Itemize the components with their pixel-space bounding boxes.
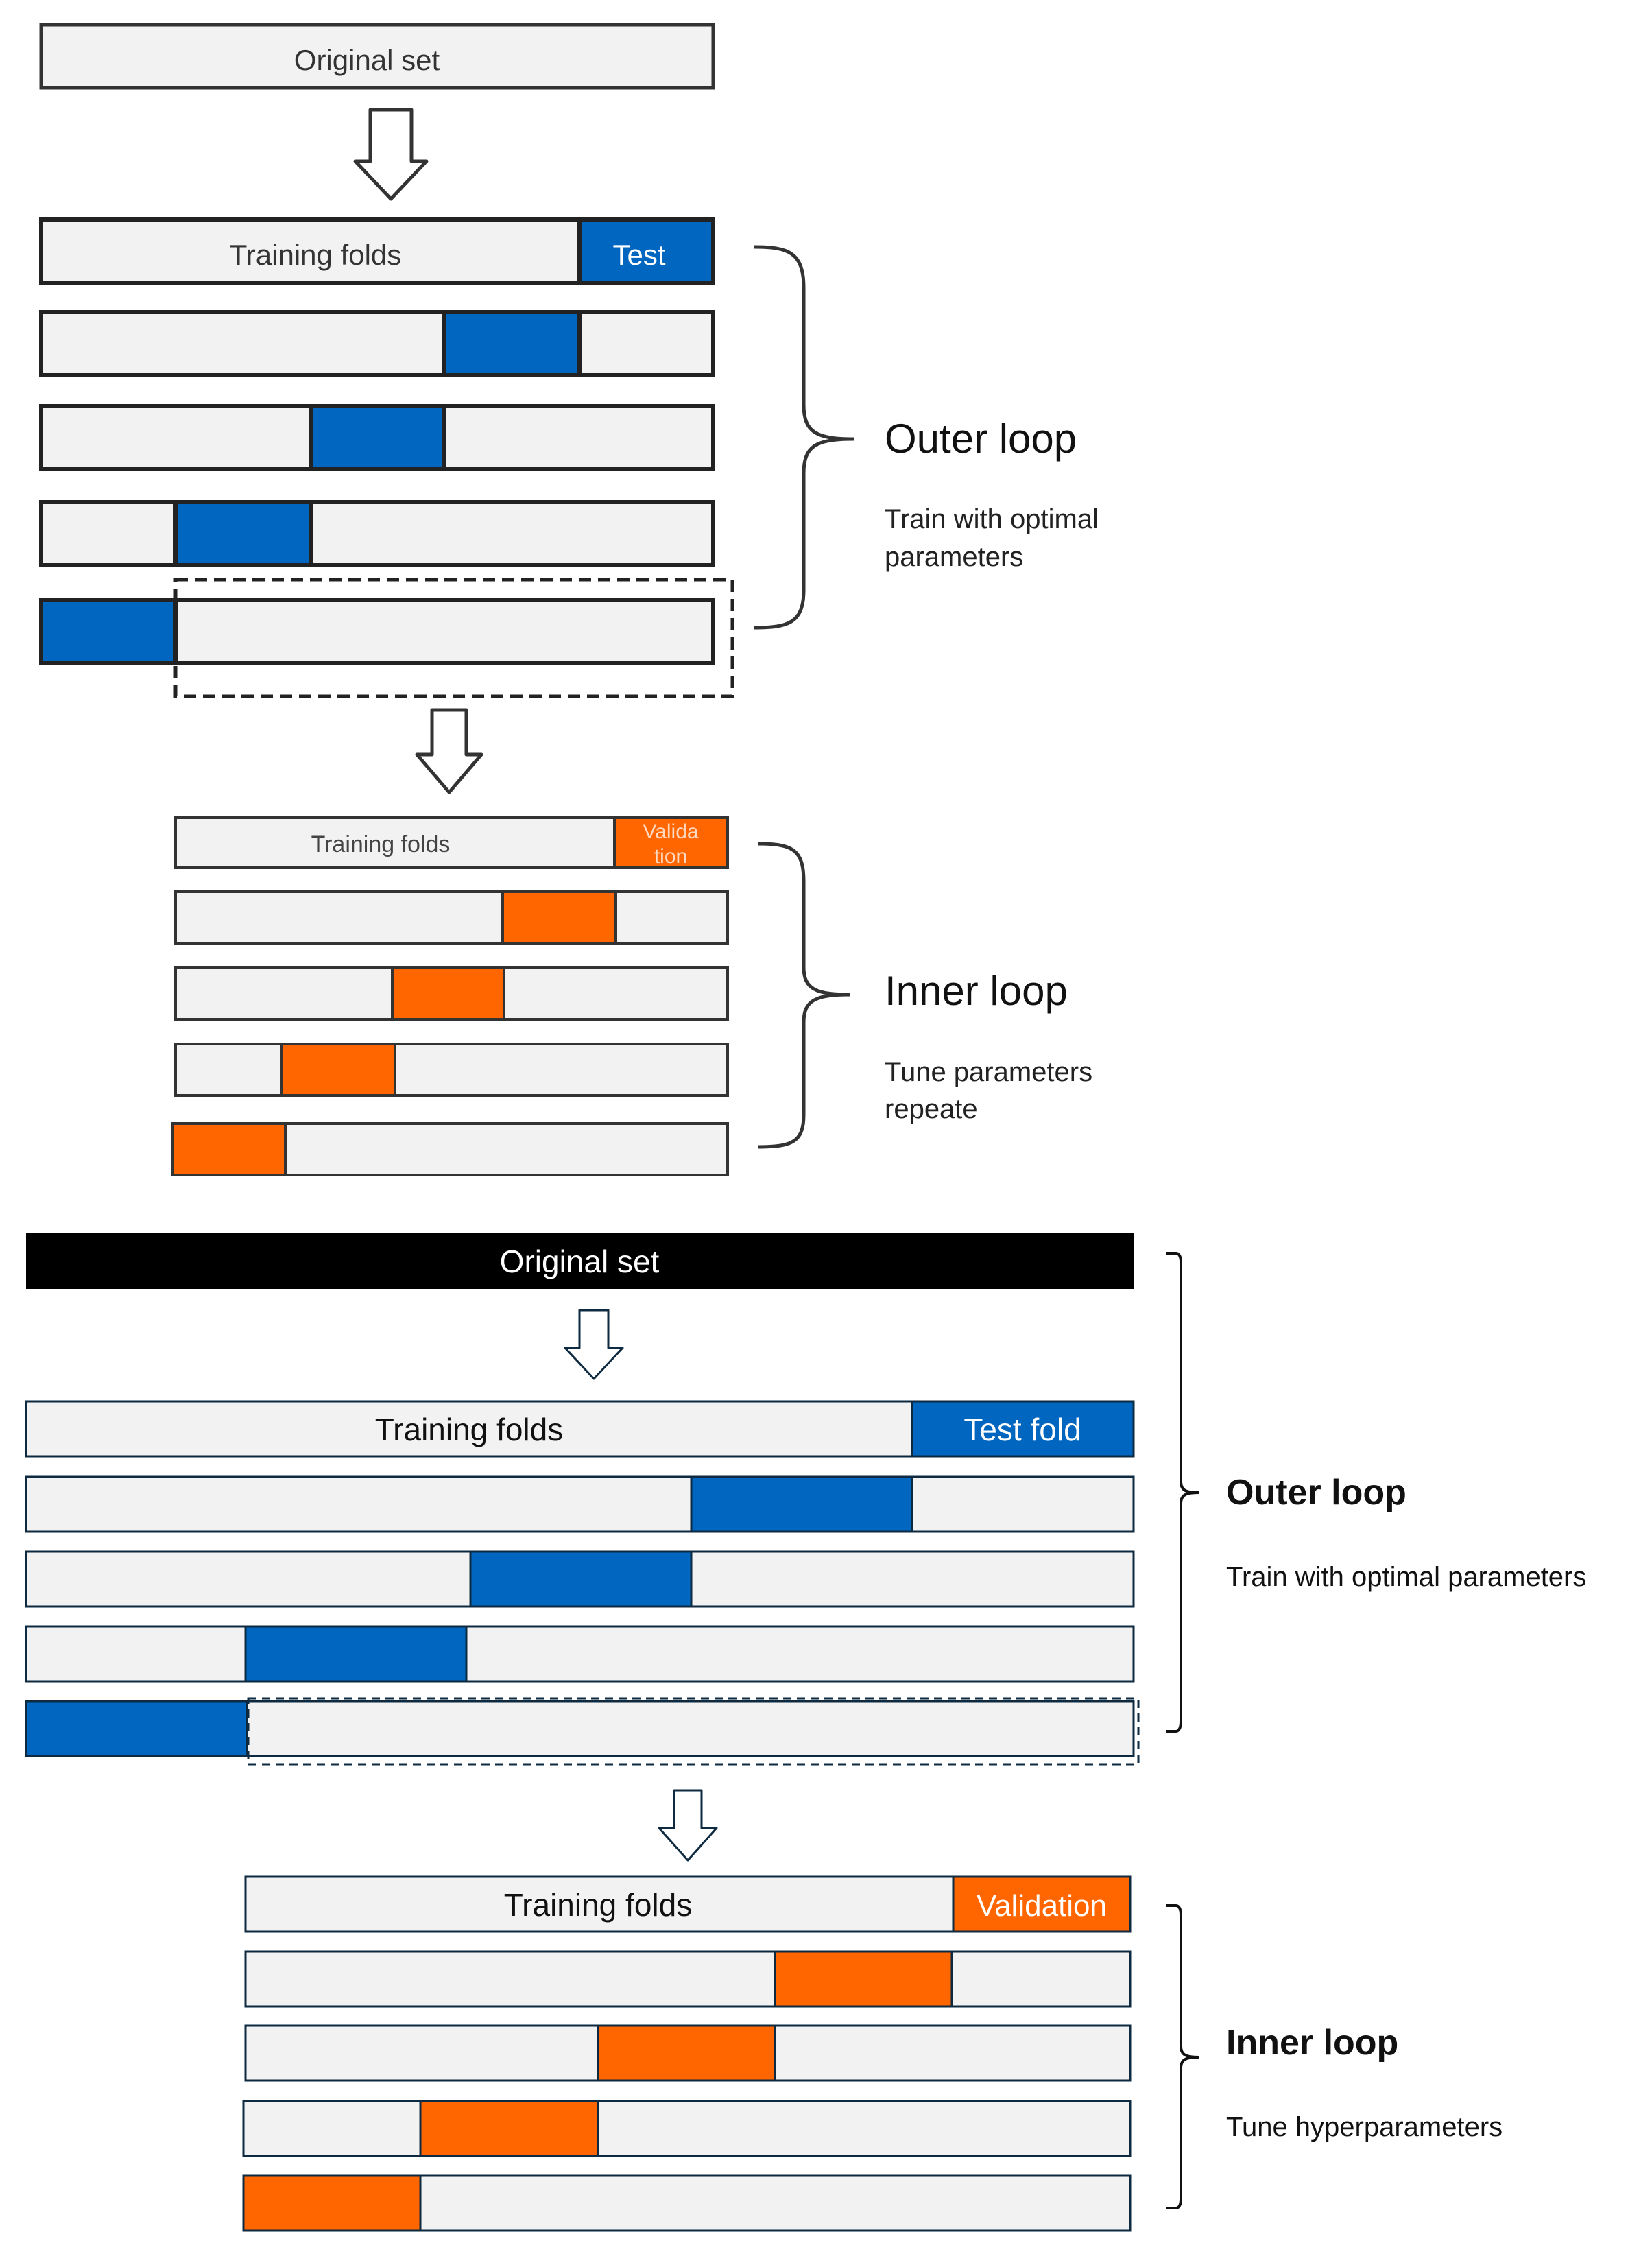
bottom-inner-fold-row [244,1950,1132,2008]
bottom-outer-loop-title: Outer loop [1226,1473,1406,1512]
top-dashed-selection [173,578,734,698]
bottom-inner-fold-row [242,2100,1132,2157]
bottom-validation-fold [952,1875,1132,1933]
bottom-inner-folds: Training folds Validation [242,1875,1132,2232]
bottom-inner-loop-desc: Tune hyperparameters [1226,2112,1503,2142]
bottom-validation-fold [774,1950,953,2008]
top-down-arrow-2 [415,708,483,794]
bottom-test-fold [690,1475,913,1533]
top-test-label: Test [612,239,665,271]
top-validation-label-line1: Valida [643,820,698,843]
bottom-validation-fold [242,2174,422,2232]
top-inner-fold-row [174,1043,729,1097]
top-validation-fold [391,966,505,1021]
bottom-outer-folds: Training folds Test fold [25,1400,1140,1766]
top-training-folds-label: Training folds [230,239,402,271]
bottom-test-fold [469,1550,693,1608]
top-test-fold [577,217,715,285]
top-validation-fold [613,816,729,869]
top-inner-folds: Training folds Valida tion [171,816,729,1176]
top-original-set-bar [39,23,715,90]
top-inner-loop-title: Inner loop [885,968,1068,1014]
bottom-outer-loop-brace [1166,1252,1199,1733]
bottom-outer-fold-row [25,1475,1135,1533]
top-validation-label-line2: tion [654,845,687,868]
top-validation-fold [171,1122,287,1176]
bottom-original-set-label: Original set [500,1244,660,1279]
bottom-down-arrow-2 [658,1789,718,1862]
bottom-test-fold [244,1625,468,1683]
top-outer-folds: Training folds Test [39,217,734,698]
top-inner-training-folds-label: Training folds [311,831,451,857]
bottom-test-fold [25,1700,248,1757]
top-validation-fold [501,890,617,945]
top-outer-loop-brace [754,245,854,630]
top-test-fold [39,598,178,665]
bottom-inner-loop-brace [1166,1904,1199,2209]
top-down-arrow-1 [353,108,429,201]
bottom-inner-loop-title: Inner loop [1226,2023,1398,2063]
top-outer-loop-title: Outer loop [885,416,1077,462]
bottom-inner-training-folds-label: Training folds [504,1887,692,1923]
top-outer-fold-row [39,500,715,567]
bottom-test-fold [911,1400,1135,1458]
top-outer-loop-desc-line1: Train with optimal [885,504,1099,534]
bottom-diagram: Original set Training folds Test fold [25,1233,1586,2232]
top-inner-loop-desc-line2: repeate [885,1094,978,1124]
top-inner-fold-row [174,890,729,945]
bottom-original-set-bar [26,1233,1134,1289]
bottom-validation-fold [419,2100,599,2157]
bottom-validation-fold [597,2024,776,2082]
top-test-fold [309,404,446,471]
bottom-down-arrow-1 [564,1309,624,1380]
top-inner-loop-brace [757,842,851,1149]
bottom-outer-fold-row [25,1625,1135,1683]
bottom-test-fold-label: Test fold [963,1412,1081,1447]
bottom-outer-loop-desc: Train with optimal parameters [1226,1562,1586,1592]
top-outer-fold-row [39,310,715,377]
top-diagram: Original set Training folds Test [39,23,1099,1176]
bottom-training-folds-label: Training folds [375,1412,563,1447]
bottom-dashed-selection [247,1697,1140,1766]
top-outer-loop-desc-line2: parameters [885,542,1023,572]
bottom-validation-label: Validation [977,1889,1107,1923]
top-validation-fold [280,1043,396,1097]
top-test-fold [173,500,313,567]
top-test-fold [442,310,582,377]
top-inner-loop-desc-line1: Tune parameters [885,1057,1092,1087]
top-original-set-label: Original set [294,44,440,76]
